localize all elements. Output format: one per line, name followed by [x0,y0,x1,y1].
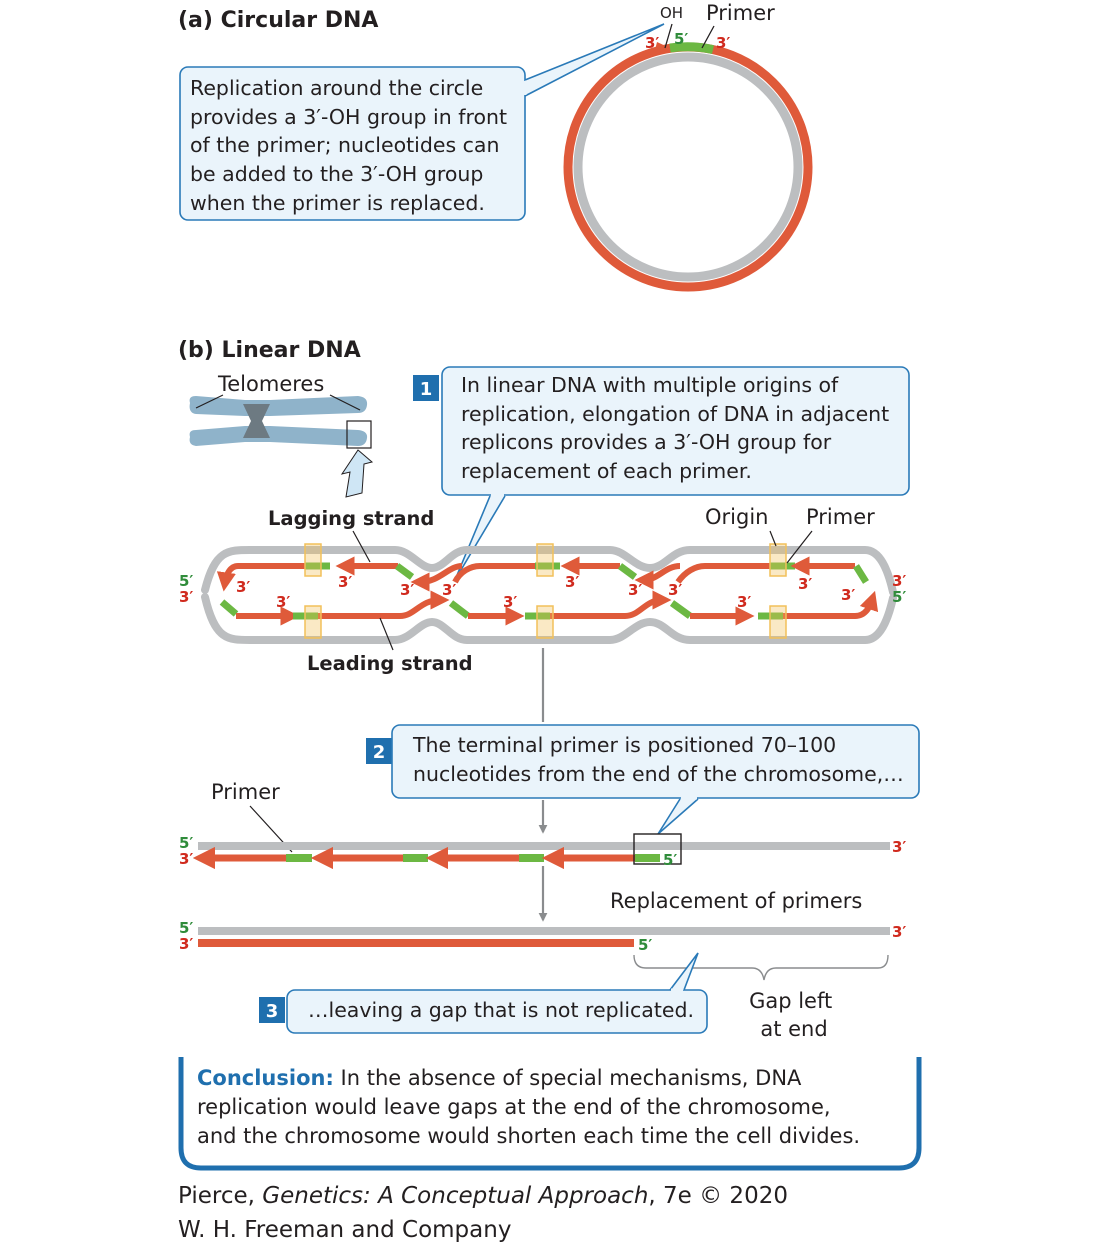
circular-arrowhead [655,42,670,50]
replacement-label: Replacement of primers [610,889,862,913]
step-2-number: 2 [373,742,386,763]
lagging-strand-label: Lagging strand [268,507,434,530]
step-3-pointer [669,952,699,991]
circular-primer [669,42,714,55]
bubble-end-labels: 5′ 3′ 3′ 5′ 3′ 3′ 3′ 3′ 3′ 3′ 3′ 3′ 3′ 3… [179,572,906,611]
gap-label: Gap left at end [749,989,839,1041]
svg-text:3′: 3′ [503,593,517,611]
step-2-pointer [657,798,699,835]
svg-text:3′: 3′ [565,573,579,591]
step-1-number: 1 [420,379,433,400]
svg-text:3′: 3′ [892,572,906,590]
line1-end-3: 3′ [179,850,193,868]
a-end-3-right: 3′ [716,34,730,52]
step-3-number: 3 [266,1001,279,1022]
svg-text:3′: 3′ [668,581,682,599]
step-3-callout [286,989,708,1034]
callout-a-text: Replication around the circle provides a… [190,76,514,215]
step-2-callout [391,724,920,799]
line2-end-3-right: 3′ [892,923,906,941]
origin-label: Origin [705,505,768,529]
leading-strand-label: Leading strand [307,652,473,675]
conclusion-text: Conclusion: In the absence of special me… [197,1066,860,1148]
callout-a-pointer [524,23,665,97]
line1-end-5: 5′ [179,834,193,852]
oh-label: OH [660,4,683,22]
lagging-strands [216,556,869,592]
panel-a-title: (a) Circular DNA [178,8,378,33]
svg-text:3′: 3′ [841,586,855,604]
zoom-box [346,420,372,449]
credit-line-2: W. H. Freeman and Company [178,1217,511,1243]
svg-text:3′: 3′ [179,588,193,606]
primer-label-b: Primer [806,505,875,529]
svg-text:3′: 3′ [236,578,250,596]
svg-text:3′: 3′ [628,581,642,599]
zoom-arrow-icon [340,449,374,498]
svg-text:3′: 3′ [400,581,414,599]
svg-text:3′: 3′ [442,581,456,599]
conclusion-box [178,1057,922,1171]
replicating-dna [201,546,897,644]
line1-primer-5: 5′ [663,851,677,869]
svg-text:5′: 5′ [892,588,906,606]
circular-new-strand [563,42,813,292]
step-2-text: The terminal primer is positioned 70–100… [412,733,904,786]
a-end-3-left: 3′ [645,34,659,52]
svg-text:3′: 3′ [276,593,290,611]
line2-gap-5: 5′ [638,936,652,954]
line2-end-5: 5′ [179,919,193,937]
step-3-badge [259,997,285,1023]
step-3-text: …leaving a gap that is not replicated. [308,998,694,1022]
callout-a [179,66,526,221]
step-2-badge [366,738,392,764]
line1-end-3-right: 3′ [892,838,906,856]
gap-brace [633,954,889,981]
a-end-5: 5′ [674,30,688,48]
chromosome-icon [189,396,368,446]
origin-boxes [304,543,787,639]
line2-end-3: 3′ [179,935,193,953]
svg-text:3′: 3′ [338,573,352,591]
step-1-callout [441,366,910,496]
primer-label-c: Primer [211,780,280,804]
telomeres-label: Telomeres [217,372,324,396]
terminal-primer-box [633,833,682,865]
circular-template-strand [573,52,803,282]
svg-text:3′: 3′ [798,575,812,593]
svg-text:3′: 3′ [737,593,751,611]
panel-b-title: (b) Linear DNA [178,338,361,363]
primer-label-a: Primer [706,1,775,25]
step-1-text: In linear DNA with multiple origins of r… [461,373,896,483]
svg-text:5′: 5′ [179,572,193,590]
step-1-badge [413,375,439,401]
credit-line-1: Pierce, Genetics: A Conceptual Approach,… [178,1183,788,1209]
